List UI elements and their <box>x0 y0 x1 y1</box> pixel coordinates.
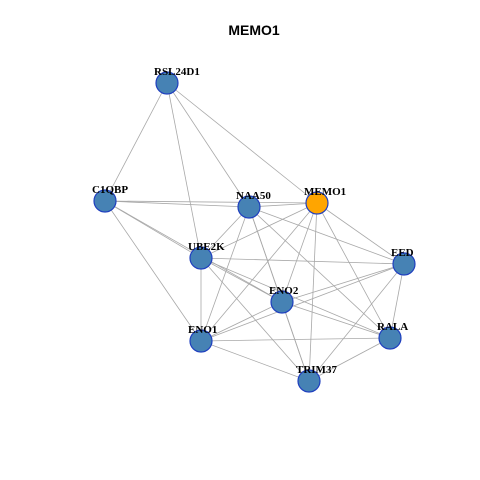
edge-eno2-rala <box>281 301 391 339</box>
node-label-c1qbp: C1QBP <box>92 184 128 196</box>
node-label-ube2k: UBE2K <box>188 241 225 253</box>
edge-c1qbp-naa50 <box>104 200 250 208</box>
node-label-trim37: TRIM37 <box>296 364 337 376</box>
edge-rsl24d1-naa50 <box>166 82 250 208</box>
edge-naa50-eno1 <box>200 206 250 342</box>
edge-c1qbp-eno1 <box>104 200 202 342</box>
edge-memo1-eno2 <box>281 202 318 303</box>
node-label-memo1: MEMO1 <box>304 186 346 198</box>
graph-title: MEMO1 <box>228 22 280 38</box>
node-label-naa50: NAA50 <box>236 190 271 202</box>
node-label-eed: EED <box>391 247 414 259</box>
edge-eno1-trim37 <box>200 340 310 382</box>
node-label-rala: RALA <box>377 321 408 333</box>
edge-naa50-eed <box>248 206 405 265</box>
edge-ube2k-eed <box>200 257 405 265</box>
node-eno2[interactable] <box>270 290 294 314</box>
node-c1qbp[interactable] <box>93 189 117 213</box>
edge-eno2-eno1 <box>200 301 283 342</box>
edge-memo1-rala <box>316 202 391 339</box>
edge-rsl24d1-memo1 <box>166 82 318 204</box>
edge-eno1-rala <box>200 337 391 342</box>
edge-ube2k-eno2 <box>200 257 283 303</box>
node-label-eno1: ENO1 <box>188 324 217 336</box>
edge-rsl24d1-ube2k <box>166 82 202 259</box>
edge-eed-eno1 <box>200 263 405 342</box>
node-label-rsl24d1: RSL24D1 <box>154 66 200 78</box>
edge-eed-eno2 <box>281 263 405 303</box>
edge-eed-rala <box>389 263 405 339</box>
edge-memo1-ube2k <box>200 202 318 259</box>
edge-naa50-ube2k <box>200 206 250 259</box>
edge-ube2k-trim37 <box>200 257 310 382</box>
edge-rala-trim37 <box>308 337 391 382</box>
edge-memo1-eno1 <box>200 202 318 342</box>
edge-naa50-rala <box>248 206 391 339</box>
node-rala[interactable] <box>378 326 402 350</box>
edge-rsl24d1-c1qbp <box>104 82 168 202</box>
node-layer <box>93 71 416 393</box>
edge-layer <box>104 82 405 382</box>
node-eed[interactable] <box>392 252 416 276</box>
edge-eed-trim37 <box>308 263 405 382</box>
node-naa50[interactable] <box>237 195 261 219</box>
edge-memo1-eed <box>316 202 405 265</box>
node-eno1[interactable] <box>189 329 213 353</box>
node-memo1[interactable] <box>305 191 329 215</box>
node-rsl24d1[interactable] <box>155 71 179 95</box>
edge-eno2-trim37 <box>281 301 310 382</box>
edge-c1qbp-memo1 <box>104 200 318 204</box>
node-trim37[interactable] <box>297 369 321 393</box>
node-ube2k[interactable] <box>189 246 213 270</box>
node-label-eno2: ENO2 <box>269 285 299 297</box>
